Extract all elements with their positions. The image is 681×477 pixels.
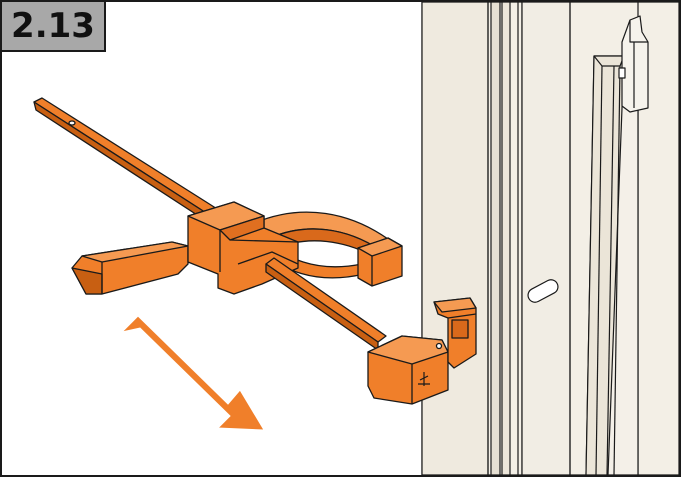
wall-slot	[527, 279, 559, 303]
door-frame	[421, 2, 679, 475]
step-badge: 2.13	[2, 2, 106, 52]
clamp-tool	[33, 97, 477, 405]
step-number: 2.13	[11, 6, 95, 46]
removal-arrow-icon	[120, 315, 265, 431]
